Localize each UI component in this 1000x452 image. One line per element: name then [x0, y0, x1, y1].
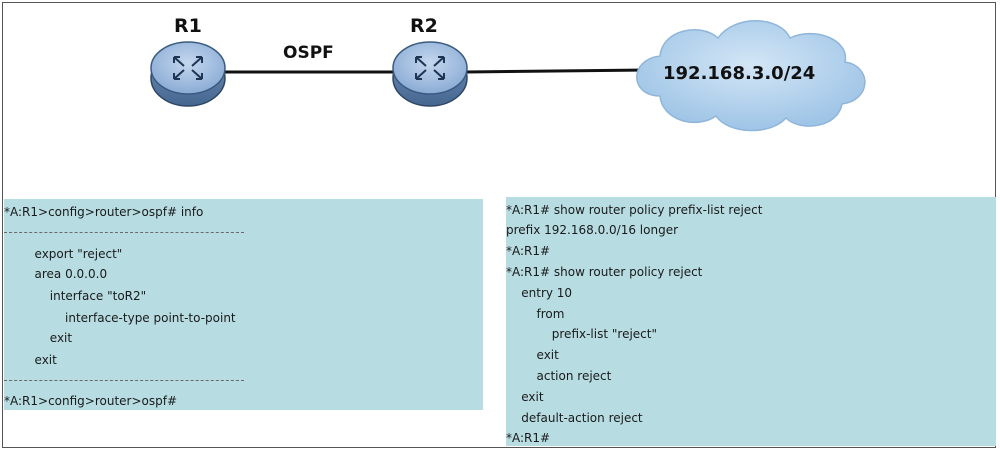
router-r1-label: R1 — [174, 15, 202, 37]
cli-line: prefix 192.168.0.0/16 longer — [506, 223, 679, 237]
ospf-config-panel: *A:R1>config>router>ospf# info export "r… — [4, 199, 483, 410]
network-link — [465, 68, 651, 74]
separator — [4, 380, 244, 381]
cli-line: default-action reject — [506, 411, 643, 425]
network-topology: R1 R2 OSPF 192.168.3.0/24 — [150, 15, 866, 132]
network-label: 192.168.3.0/24 — [663, 63, 815, 84]
cli-line: *A:R1>config>router>ospf# — [4, 394, 178, 408]
cli-line: interface-type point-to-point — [4, 311, 236, 325]
cli-line: entry 10 — [506, 286, 573, 300]
cli-line: *A:R1# — [506, 244, 551, 258]
cli-line: exit — [4, 353, 57, 367]
cli-line: export "reject" — [4, 247, 123, 261]
router-r1-icon — [150, 41, 226, 107]
policy-output-panel: *A:R1# show router policy prefix-list re… — [506, 197, 996, 446]
cli-line: area 0.0.0.0 — [4, 267, 108, 281]
cli-line: exit — [4, 331, 73, 345]
router-r2-label: R2 — [410, 15, 438, 37]
cli-line: exit — [506, 348, 559, 362]
ospf-link-label: OSPF — [283, 43, 334, 63]
cli-line: *A:R1# — [506, 431, 551, 445]
cli-line: interface "toR2" — [4, 289, 147, 303]
network-cloud-icon — [636, 20, 866, 132]
router-r2-icon — [392, 41, 468, 107]
cli-line: action reject — [506, 369, 612, 383]
cli-line: *A:R1# show router policy reject — [506, 265, 703, 279]
cli-line: exit — [506, 390, 544, 404]
cli-line: *A:R1>config>router>ospf# info — [4, 205, 204, 219]
cli-line: prefix-list "reject" — [506, 327, 657, 341]
cli-line: *A:R1# show router policy prefix-list re… — [506, 203, 763, 217]
cli-line: from — [506, 307, 565, 321]
separator — [4, 232, 244, 233]
